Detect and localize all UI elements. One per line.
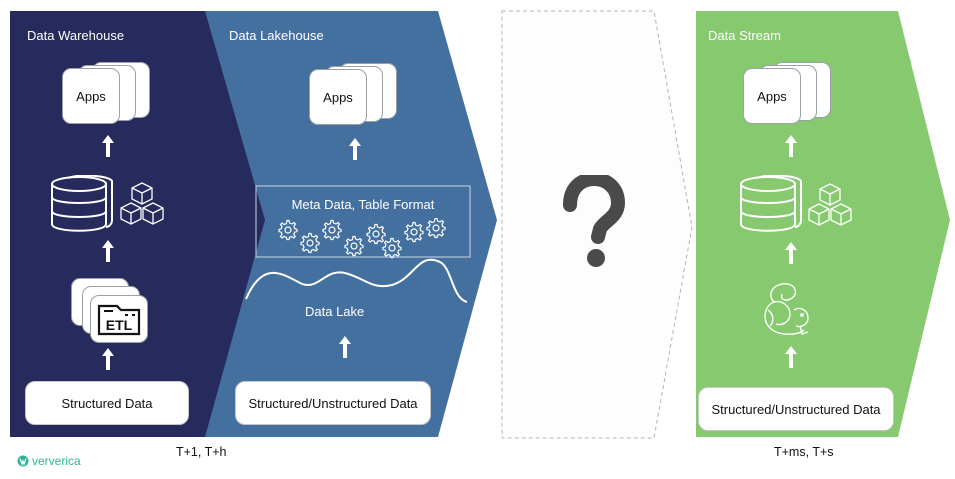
arrow-up-icon [785, 242, 797, 264]
arrow-up-icon [102, 348, 114, 370]
etl-label: ETL [106, 317, 133, 333]
question-mark-icon [563, 175, 626, 267]
arrow-up-icon [349, 138, 361, 160]
source-box-stream: Structured/Unstructured Data [698, 387, 894, 431]
meta-data-box [255, 185, 471, 258]
cubes-icon [120, 182, 164, 225]
data-lake-label: Data Lake [305, 304, 365, 319]
arrow-up-icon [785, 346, 797, 368]
etl-folder-icon: ETL [97, 304, 141, 336]
database-icon [51, 175, 113, 232]
apps-label: Apps [62, 68, 120, 124]
latency-label-stream: T+ms, T+s [774, 445, 834, 459]
brand-name: ververica [32, 454, 81, 468]
panel-title-warehouse: Data Warehouse [27, 28, 125, 43]
apps-stack-lakehouse: Apps [309, 63, 399, 125]
latency-label-warehouse: T+1, T+h [176, 445, 227, 459]
arrow-up-icon [102, 135, 114, 157]
arrow-up-icon [102, 240, 114, 262]
apps-label: Apps [309, 69, 367, 125]
database-icon [740, 175, 802, 232]
data-lake-wave-icon [245, 258, 468, 303]
source-box-lakehouse: Structured/Unstructured Data [235, 381, 431, 425]
lakehouse-panel [205, 11, 497, 437]
panel-title-lakehouse: Data Lakehouse [229, 28, 324, 43]
arrow-up-icon [339, 336, 351, 358]
ververica-logo-icon [17, 455, 29, 467]
source-box-warehouse: Structured Data [25, 381, 189, 425]
etl-stack: ETL [71, 278, 151, 346]
flink-squirrel-icon [764, 283, 809, 335]
etl-card: ETL [90, 295, 148, 343]
meta-data-label: Meta Data, Table Format [291, 197, 435, 212]
apps-stack-warehouse: Apps [62, 62, 152, 124]
brand-logo: ververica [17, 454, 81, 468]
panel-title-stream: Data Stream [708, 28, 781, 43]
arrow-up-icon [785, 135, 797, 157]
apps-stack-stream: Apps [743, 62, 833, 124]
gears-icon [278, 218, 446, 259]
apps-label: Apps [743, 68, 801, 124]
cubes-icon [808, 183, 852, 226]
